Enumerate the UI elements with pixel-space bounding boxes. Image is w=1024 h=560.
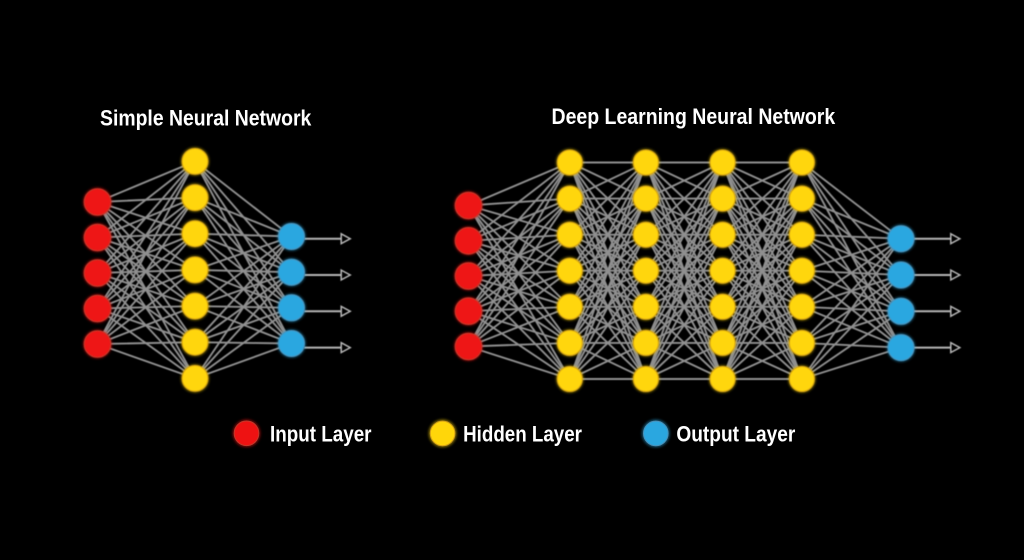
svg-text:Input Layer: Input Layer (270, 421, 372, 446)
svg-text:Deep Learning Neural Network: Deep Learning Neural Network (552, 104, 836, 129)
svg-text:Simple Neural Network: Simple Neural Network (100, 106, 312, 131)
svg-text:Hidden Layer: Hidden Layer (463, 421, 582, 446)
svg-text:Output Layer: Output Layer (676, 421, 795, 446)
